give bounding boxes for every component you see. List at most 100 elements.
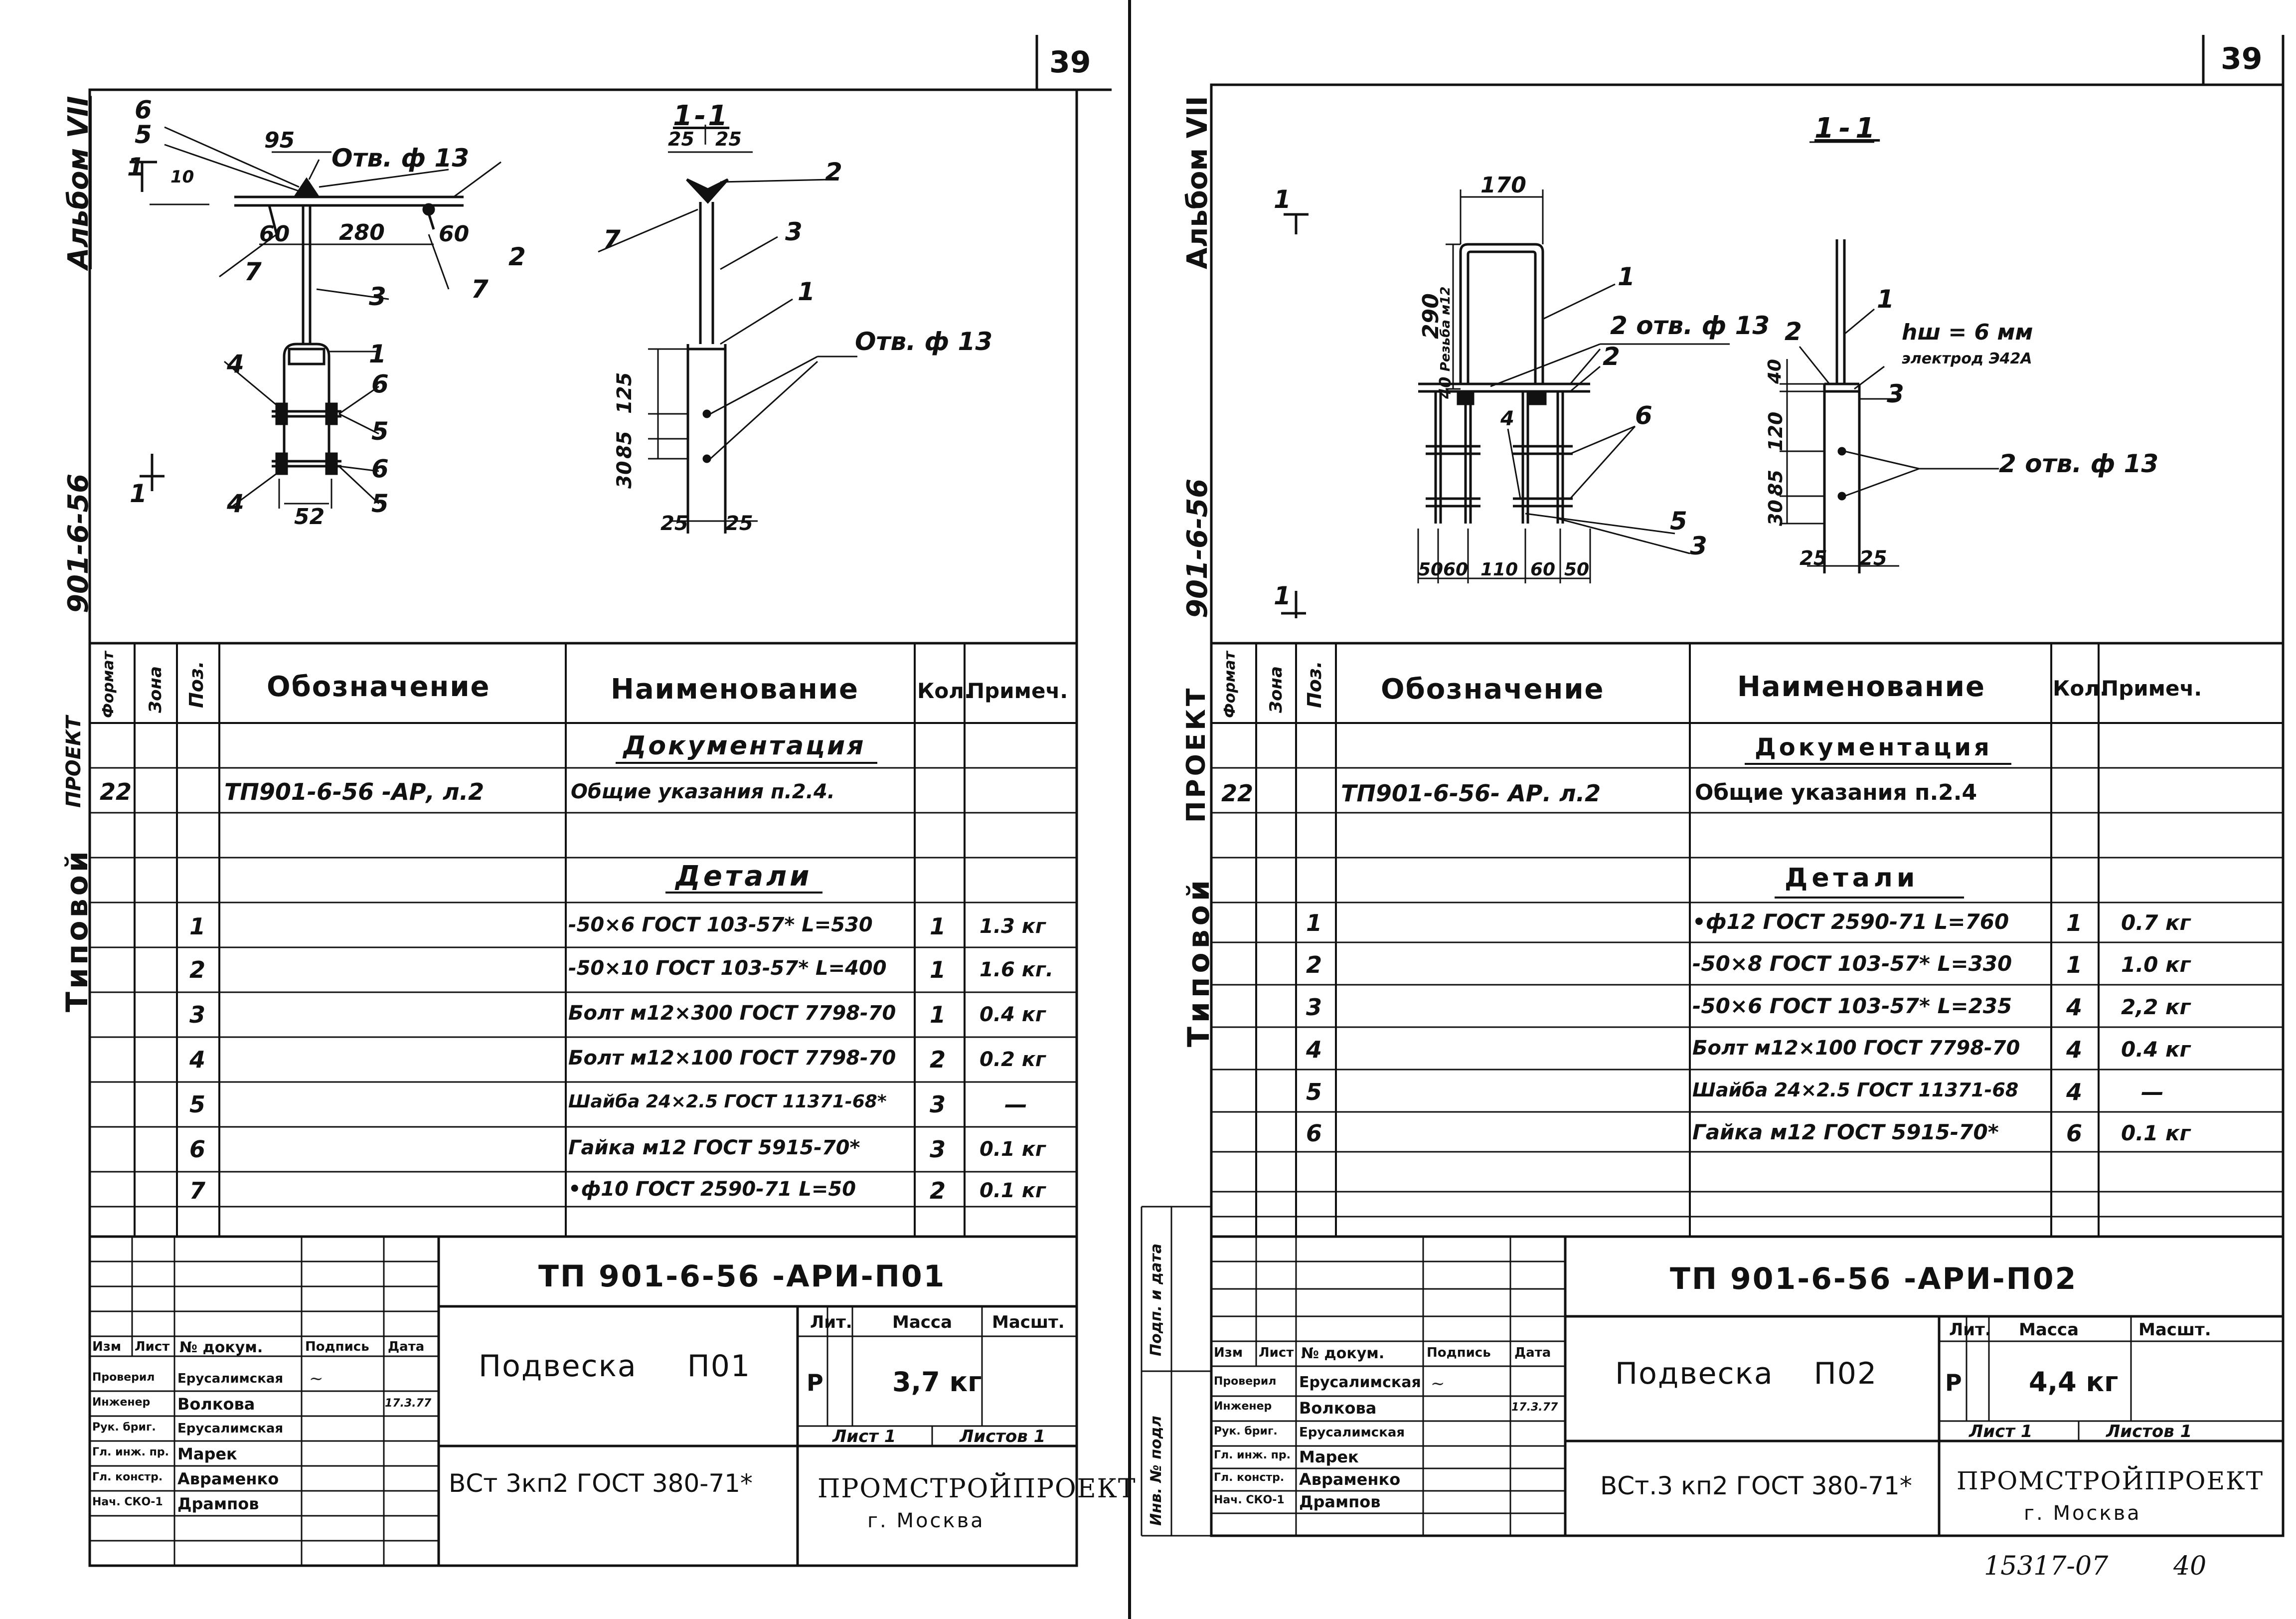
r-row6-kol: 6: [2066, 1120, 2083, 1147]
r-section-details: Детали: [1785, 863, 1919, 893]
r-hdr-poz: Поз.: [1304, 661, 1325, 708]
dim-60a: 60: [259, 221, 290, 247]
r-sec-pos-1: 1: [1877, 285, 1894, 314]
r-sec-pos-2: 2: [1785, 317, 1802, 346]
row4-naim: Болт м12×100 ГОСТ 7798-70: [568, 1047, 896, 1070]
r-sec-dim-8: 40: [1765, 359, 1785, 384]
pos-3: 3: [369, 282, 386, 311]
dim-50a: 50: [1418, 559, 1444, 580]
tb-city: г. Москва: [867, 1509, 985, 1532]
r-tb-name-2: Волкова: [1299, 1399, 1377, 1418]
r-row1-prim: 0.7 кг: [2121, 910, 2191, 935]
sec-pos-2: 2: [825, 158, 842, 186]
center-fold-line: [1128, 0, 1131, 1619]
r-pos-2: 2: [1603, 342, 1620, 371]
side-project-code: 901-6-56: [62, 473, 95, 613]
sec-pos-7: 7: [603, 225, 621, 254]
r-row1-kol: 1: [2066, 909, 2083, 936]
r-row3-poz: 3: [1306, 994, 1322, 1021]
r-tb-name-4: Марек: [1299, 1447, 1359, 1466]
tb-col-date: Дата: [388, 1339, 425, 1354]
r-sec-dim-120: 120: [1765, 411, 1787, 451]
dim-60b-r: 60: [1530, 559, 1556, 580]
r-row2-naim: -50×8 ГОСТ 103-57* L=330: [1692, 951, 2012, 976]
row7-poz: 7: [189, 1177, 206, 1204]
r-signature: ~: [1431, 1374, 1445, 1394]
tb-col-sign: Подпись: [305, 1339, 369, 1354]
row7-prim: 0.1 кг: [980, 1179, 1046, 1202]
row6-kol: 3: [930, 1136, 946, 1163]
r-section-docs: Документация: [1755, 733, 1992, 761]
r-row6-prim: 0.1 кг: [2121, 1121, 2191, 1145]
r-row5-prim: —: [2141, 1079, 2164, 1105]
r-row1-poz: 1: [1306, 909, 1322, 936]
side-album-right: Альбом VII: [1181, 96, 1214, 269]
r-sec-dim-85: 85: [1765, 470, 1787, 496]
r-hdr-format: Формат: [1221, 651, 1239, 718]
hdr-prim: Примеч.: [967, 679, 1068, 703]
row4-kol: 2: [930, 1046, 946, 1073]
row4-prim: 0.2 кг: [980, 1048, 1046, 1071]
tb-col-doc: № докум.: [179, 1339, 263, 1356]
row7-naim: •ф10 ГОСТ 2590-71 L=50: [568, 1178, 856, 1201]
r-tb-role-4: Гл. инж. пр.: [1214, 1449, 1291, 1461]
pos-4a: 4: [227, 350, 244, 378]
right-sheet: 39 Альбом VII 901-6-56 ПРОЕКТ Типовой По…: [1141, 0, 2296, 1619]
r-tb-sheets: Листов 1: [2106, 1422, 2192, 1441]
pos-4b: 4: [227, 489, 244, 518]
pos-5c: 5: [371, 489, 389, 518]
tb-lit: Р: [807, 1369, 823, 1396]
dim-50b: 50: [1564, 559, 1590, 580]
pos-7a: 7: [244, 257, 262, 286]
dim-60b: 60: [439, 221, 470, 247]
pos-2: 2: [508, 242, 526, 271]
r-row5-poz: 5: [1306, 1079, 1322, 1105]
electrode-note: электрод Э42А: [1902, 350, 2032, 367]
hdr-kol: Кол.: [917, 679, 972, 703]
r-row6-poz: 6: [1306, 1120, 1322, 1147]
r-row4-poz: 4: [1306, 1036, 1322, 1063]
hdr-oboznachenie: Обозначение: [267, 671, 491, 703]
side-typovoy-right: Типовой: [1181, 876, 1216, 1047]
left-sheet: 39 Альбом VII 901-6-56 ПРОЕКТ Типовой 95…: [0, 0, 1147, 1619]
right-sheet-lines: [1141, 35, 2285, 1537]
sec-dim-125: 125: [613, 372, 636, 414]
sec-hole-note: Отв. ф 13: [855, 327, 993, 356]
tb-sheets: Листов 1: [960, 1427, 1046, 1446]
r-row5-kol: 4: [2066, 1079, 2083, 1105]
tb-org: ПРОМСТРОЙПРОЕКТ: [818, 1474, 1137, 1504]
footer-code: 15317-07: [1984, 1551, 2109, 1581]
r-hdr-oboznachenie: Обозначение: [1381, 673, 1605, 706]
hdr-naimenovanie: Наименование: [611, 673, 859, 706]
tb-lit-label: Лит.: [810, 1312, 852, 1332]
row6-prim: 0.1 кг: [980, 1138, 1046, 1161]
r-tb-role-5: Гл. констр.: [1214, 1471, 1285, 1484]
signature: ~: [309, 1369, 324, 1389]
r-tb-role-2: Инженер: [1214, 1400, 1272, 1413]
hdr-format: Формат: [100, 651, 117, 718]
r-tb-mass: 4,4 кг: [2029, 1366, 2119, 1398]
hdr-poz: Поз.: [185, 661, 207, 708]
dim-10: 10: [170, 167, 194, 187]
sec-dim-25d: 25: [725, 512, 753, 535]
dim-170: 170: [1480, 173, 1526, 198]
r-row4-prim: 0.4 кг: [2121, 1037, 2191, 1062]
section-title: 1-1: [673, 100, 730, 132]
pos-5: 5: [135, 120, 152, 149]
cut-mark-bottom-r: 1: [1274, 581, 1291, 610]
r-row1-naim: •ф12 ГОСТ 2590-71 L=760: [1692, 909, 2009, 934]
cut-mark-top-r: 1: [1274, 185, 1291, 214]
r-row6-naim: Гайка м12 ГОСТ 5915-70*: [1692, 1120, 1999, 1144]
r-tb-lit: Р: [1945, 1369, 1962, 1396]
r-sec-dim-30: 30: [1765, 500, 1787, 526]
r-pos-3: 3: [1690, 532, 1707, 560]
r-tb-role-3: Рук. бриг.: [1214, 1425, 1278, 1438]
tb-name-2: Волкова: [177, 1395, 255, 1414]
r-row4-kol: 4: [2066, 1036, 2083, 1063]
r-tb-name-5: Авраменко: [1299, 1470, 1401, 1489]
pos-5b: 5: [371, 417, 389, 446]
tb-col-list: Лист: [135, 1339, 170, 1354]
tb-code: ТП 901-6-56 -АРИ-П01: [538, 1259, 946, 1294]
r-tb-col-izm: Изм: [1214, 1345, 1243, 1360]
tb-role-2: Инженер: [92, 1396, 151, 1409]
